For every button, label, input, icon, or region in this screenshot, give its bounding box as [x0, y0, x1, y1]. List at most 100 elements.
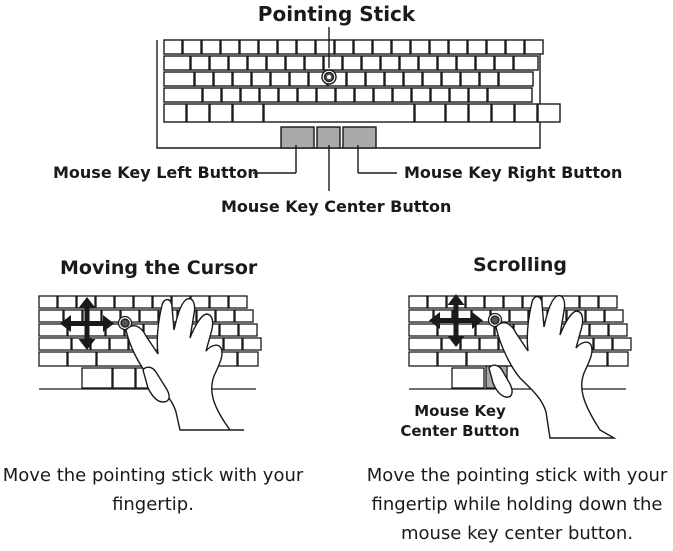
keyboard-key: [228, 55, 248, 71]
keyboard-key: [186, 103, 210, 123]
keyboard-key: [213, 71, 233, 87]
keyboard-key: [209, 55, 229, 71]
keyboard-key: [365, 71, 385, 87]
keyboard-key: [441, 71, 461, 87]
keyboard-key: [437, 351, 467, 367]
caption-line: mouse key center button.: [400, 523, 634, 544]
keyboard-key: [242, 337, 262, 351]
keyboard-key: [408, 309, 434, 323]
keyboard-key: [258, 39, 278, 55]
keyboard-key: [163, 55, 191, 71]
keyboard-key: [403, 71, 423, 87]
keyboard-key: [238, 323, 258, 337]
keyboard-key: [237, 351, 259, 367]
keyboard-key: [223, 337, 243, 351]
keyboard-key: [391, 39, 411, 55]
keyboard-key: [410, 39, 430, 55]
keyboard-key: [316, 87, 336, 103]
keyboard-key: [219, 323, 239, 337]
moving-cursor-title: Moving the Cursor: [60, 257, 258, 279]
keyboard-key: [449, 87, 469, 103]
keyboard-key: [460, 71, 480, 87]
keyboard-key: [81, 367, 113, 389]
keyboard-key: [408, 295, 428, 309]
mouse-key-center-label: Mouse Key Center Button: [221, 197, 452, 216]
keyboard-key: [38, 323, 68, 337]
keyboard-key: [399, 55, 419, 71]
keyboard-key: [114, 295, 134, 309]
keyboard-key: [411, 87, 431, 103]
keyboard-key: [593, 337, 613, 351]
keyboard-key: [408, 323, 438, 337]
keyboard-key: [503, 295, 523, 309]
keyboard-key: [251, 71, 271, 87]
top-keyboard-keys: [163, 39, 561, 123]
keyboard-key: [475, 55, 495, 71]
keyboard-key: [109, 337, 129, 351]
keyboard-key: [585, 309, 605, 323]
keyboard-key: [335, 87, 355, 103]
keyboard-key: [297, 87, 317, 103]
keyboard-key: [467, 39, 487, 55]
keyboard-key: [190, 55, 210, 71]
hand-icon: [488, 294, 617, 439]
keyboard-key: [57, 295, 77, 309]
keyboard-key: [448, 39, 468, 55]
keyboard-key: [334, 39, 354, 55]
keyboard-key: [498, 71, 534, 87]
keyboard-key: [479, 337, 499, 351]
keyboard-key: [353, 39, 373, 55]
keyboard-key: [408, 351, 438, 367]
keyboard-key: [484, 295, 504, 309]
scrolling-callout-line-1: Mouse Key: [414, 402, 506, 420]
keyboard-key: [465, 295, 485, 309]
mouse-key-right-button: [342, 126, 377, 149]
keyboard-key: [194, 71, 214, 87]
keyboard-key: [589, 323, 609, 337]
keyboard-key: [240, 87, 260, 103]
keyboard-key: [38, 351, 68, 367]
keyboard-key: [429, 39, 449, 55]
keyboard-key: [373, 87, 393, 103]
keyboard-key: [513, 55, 539, 71]
keyboard-key: [232, 103, 264, 123]
keyboard-key: [361, 55, 381, 71]
four-way-arrow-icon: [60, 297, 114, 350]
moving-cursor-caption: Move the pointing stick with your finger…: [0, 461, 306, 519]
keyboard-key: [139, 309, 159, 323]
keyboard-key: [437, 55, 457, 71]
keyboard-key: [232, 71, 252, 87]
keyboard-key: [163, 103, 187, 123]
keyboard-key: [408, 337, 442, 351]
keyboard-key: [228, 295, 248, 309]
keyboard-key: [505, 39, 525, 55]
scrolling-title: Scrolling: [473, 254, 568, 276]
keyboard-key: [221, 87, 241, 103]
keyboard-key: [487, 87, 533, 103]
keyboard-key: [112, 367, 136, 389]
four-way-arrow-icon: [429, 294, 483, 347]
keyboard-key: [202, 87, 222, 103]
keyboard-key: [384, 71, 404, 87]
keyboard-key: [315, 39, 335, 55]
caption-line: fingertip.: [112, 494, 194, 515]
keyboard-key: [456, 55, 476, 71]
mouse-key-left-button: [280, 126, 315, 149]
pointing-stick-icon: [487, 312, 503, 328]
keyboard-key: [201, 39, 221, 55]
keyboard-key: [270, 71, 290, 87]
keyboard-key: [380, 55, 400, 71]
keyboard-key: [509, 309, 529, 323]
keyboard-key: [579, 295, 599, 309]
keyboard-key: [445, 103, 469, 123]
keyboard-key: [95, 295, 115, 309]
keyboard-key: [422, 71, 442, 87]
keyboard-key: [296, 39, 316, 55]
keyboard-key: [514, 103, 538, 123]
keyboard-key: [304, 55, 324, 71]
keyboard-key: [486, 39, 506, 55]
keyboard-key: [537, 103, 561, 123]
keyboard-key: [437, 323, 457, 337]
keyboard-key: [285, 55, 305, 71]
